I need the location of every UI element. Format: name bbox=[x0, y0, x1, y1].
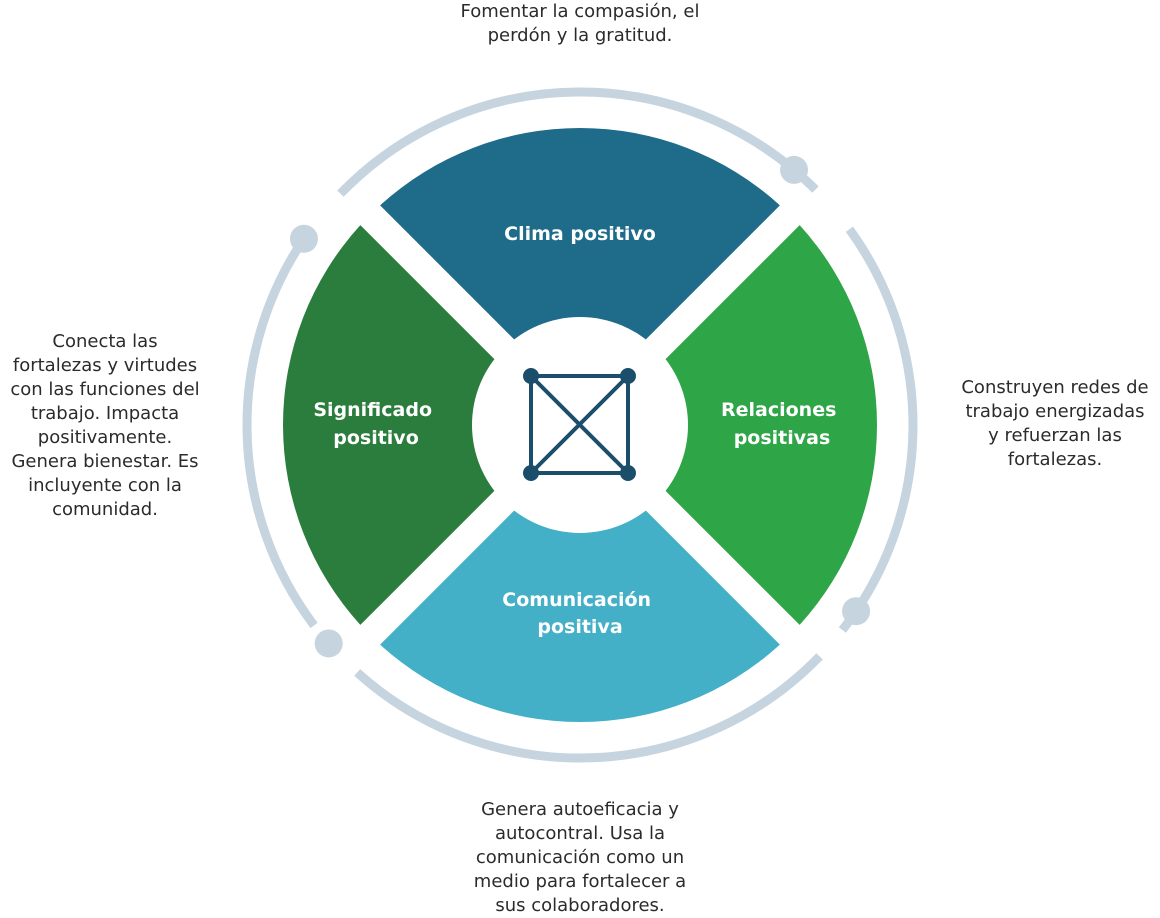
label-clima-positivo: Clima positivo bbox=[504, 223, 656, 245]
quadrant-significado-positivo bbox=[283, 225, 512, 625]
ring-dot-right-bottom bbox=[842, 597, 871, 626]
outer-ring bbox=[242, 87, 918, 763]
ring-dot-top-right bbox=[780, 155, 809, 184]
ring-arc-top bbox=[337, 87, 819, 197]
quadrant-comunicacion-positiva bbox=[380, 493, 780, 722]
label-relaciones-positivas: Relaciones positivas bbox=[721, 399, 843, 449]
ring-dot-left-top bbox=[289, 224, 318, 253]
network-square-icon bbox=[529, 374, 630, 475]
caption-comunicacion-positiva: Genera autoeficacia y autocontral. Usa l… bbox=[473, 799, 687, 916]
caption-significado-positivo: Conecta las fortalezas y virtudes con la… bbox=[10, 331, 200, 520]
quadrant-relaciones-positivas bbox=[648, 225, 877, 625]
label-significado-positivo: Significado positivo bbox=[313, 399, 438, 449]
caption-clima-positivo: Fomentar la compasión, el perdón y la gr… bbox=[460, 1, 700, 46]
quadrant-clima-positivo bbox=[380, 128, 780, 357]
label-comunicacion-positiva: Comunicación positiva bbox=[502, 589, 657, 638]
ring-arc-left bbox=[242, 231, 318, 629]
ring-arc-bottom bbox=[354, 653, 823, 763]
ring-dots bbox=[289, 155, 871, 658]
ring-arc-right bbox=[838, 226, 918, 633]
network-nodes bbox=[523, 368, 636, 481]
ring-dot-bottom-left bbox=[314, 629, 343, 658]
caption-relaciones-positivas: Construyen redes de trabajo energizadas … bbox=[961, 377, 1149, 470]
